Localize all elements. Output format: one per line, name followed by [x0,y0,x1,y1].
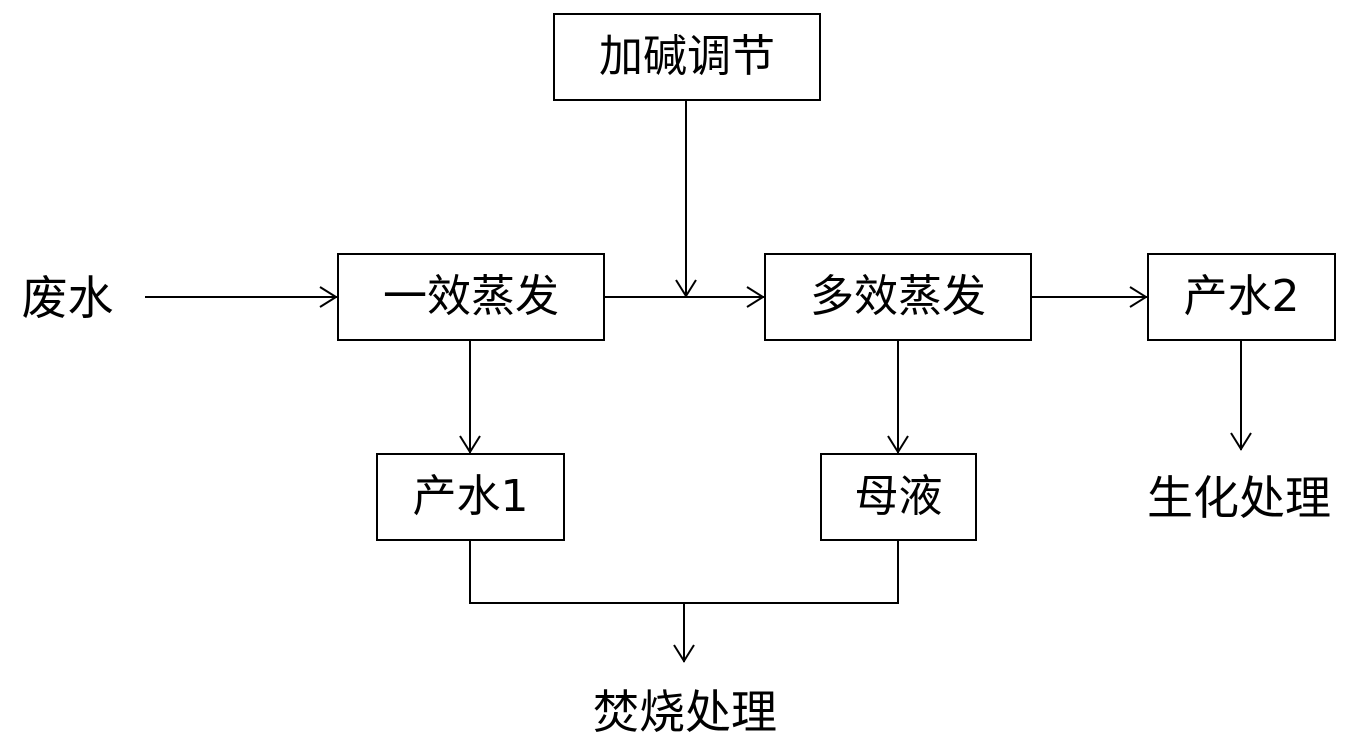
mother-liquor-box: 母液 [820,453,977,541]
produced-water-1-box: 产水1 [376,453,565,541]
produced-water-2-box: 产水2 [1147,253,1336,341]
wastewater-label: 废水 [21,271,114,325]
arrowhead-water1-input [459,435,481,454]
merge-line-to-incineration [469,541,899,604]
arrowhead-alkali-junction [675,279,697,298]
arrowhead-mother-liquor-input [887,435,909,454]
first-effect-evaporation-label: 一效蒸发 [383,271,559,322]
arrowhead-water2-input [1129,286,1148,308]
alkali-adjust-label: 加碱调节 [599,31,775,82]
mother-liquor-label: 母液 [854,471,943,522]
arrowhead-biochemical [1230,432,1252,451]
multi-effect-evaporation-label: 多效蒸发 [810,271,986,322]
multi-effect-evaporation-box: 多效蒸发 [764,253,1032,341]
incineration-treatment-label: 焚烧处理 [593,685,777,739]
produced-water-1-label: 产水1 [412,471,529,522]
produced-water-2-label: 产水2 [1183,271,1300,322]
arrowhead-incineration [673,644,695,663]
arrowhead-first-effect-input [319,286,338,308]
biochemical-treatment-label: 生化处理 [1147,471,1331,525]
arrowhead-multi-effect-input [746,286,765,308]
first-effect-evaporation-box: 一效蒸发 [337,253,605,341]
alkali-adjust-box: 加碱调节 [553,13,821,101]
